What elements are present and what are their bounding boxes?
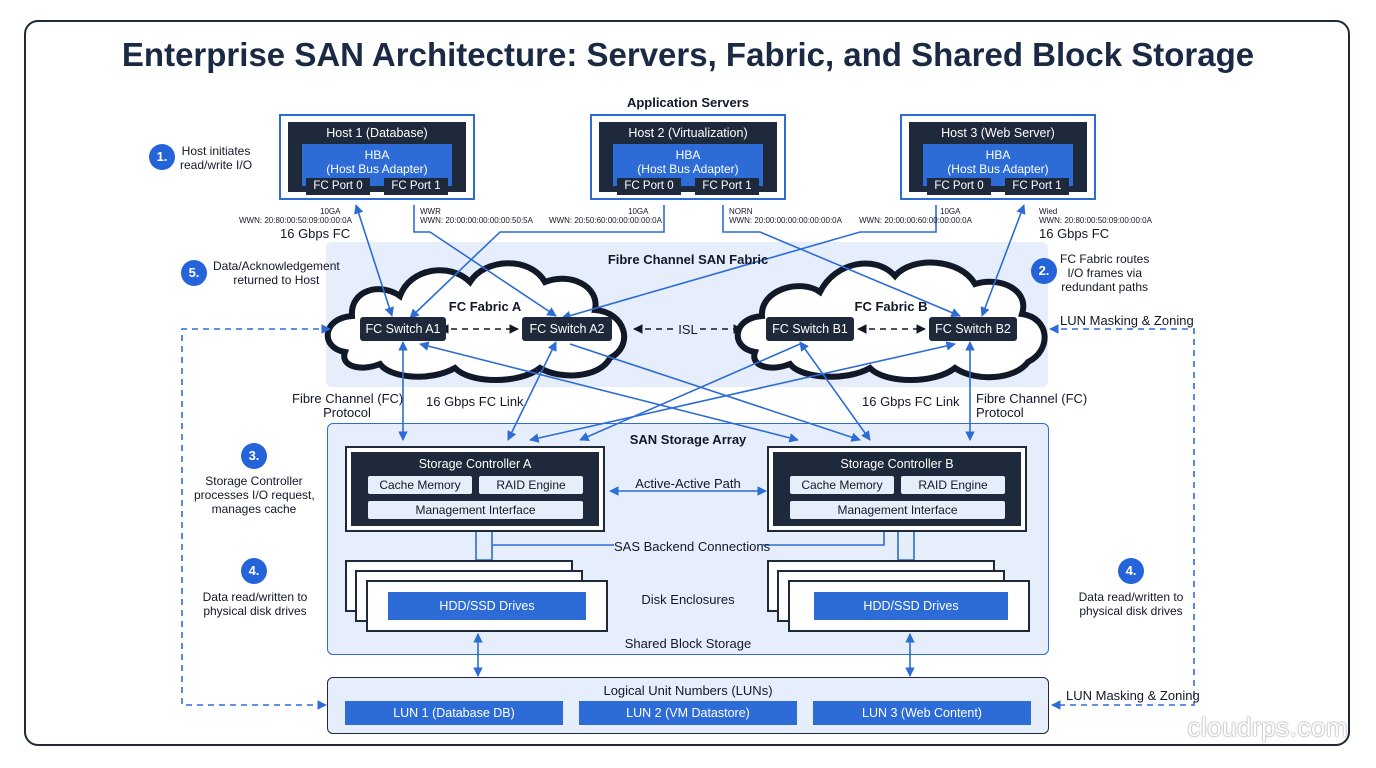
hba-sub: (Host Bus Adapter) [947,162,1049,176]
step-4-text: Data read/written to physical disk drive… [202,590,308,618]
host-2-port-0[interactable]: FC Port 0 [617,178,681,195]
step-2-badge: 2. [1031,258,1057,284]
diagram-frame [24,20,1350,746]
diagram-title: Enterprise SAN Architecture: Servers, Fa… [121,36,1255,73]
fc-switch-b1[interactable]: FC Switch B1 [766,317,854,341]
raid-engine: RAID Engine [901,476,1005,494]
isl-label: ISL [676,322,700,337]
step-5-badge: 5. [181,260,207,286]
cache-memory: Cache Memory [368,476,472,494]
storage-controller-b[interactable]: Storage Controller B Cache Memory RAID E… [767,446,1027,532]
link-right-label: 16 Gbps FC Link [862,394,960,409]
app-servers-label: Application Servers [626,95,750,110]
wwn-top-label: Wied [1039,207,1058,216]
step-4b-text: Data read/written to physical disk drive… [1078,590,1184,618]
drives-bar: HDD/SSD Drives [388,592,586,620]
shared-storage-label: Shared Block Storage [624,636,752,651]
cache-memory: Cache Memory [790,476,894,494]
wwn-label: WWN: 20:00:00:00:00:00:00:0A [729,216,842,225]
controller-b-title: Storage Controller B [840,457,954,471]
host-1-port-0[interactable]: FC Port 0 [306,178,370,195]
speed-left-label: 16 Gbps FC [280,226,351,241]
masking-top-label: LUN Masking & Zoning [1060,313,1194,328]
speed-right-label: 16 Gbps FC [1039,226,1110,241]
host-2-title: Host 2 (Virtualization) [628,126,748,140]
host-3[interactable]: Host 3 (Web Server) HBA(Host Bus Adapter… [900,114,1096,200]
wwn-label: WWN: 20:50:60:00:00:00:00:0A [549,216,662,225]
fc-switch-a1[interactable]: FC Switch A1 [360,317,446,341]
wwn-top-label: WWR [420,207,441,216]
protocol-left-text: Fibre Channel (FC) Protocol [292,391,404,420]
fabric-a-label: FC Fabric A [448,299,522,314]
link-left-label: 16 Gbps FC Link [426,394,524,409]
sas-label: SAS Backend Connections [614,539,771,554]
protocol-right-label: Fibre Channel (FC) Protocol [976,391,1088,420]
wwn-label: WWN: 20:80:00:50:09:00:00:0A [1039,216,1152,225]
hba-sub: (Host Bus Adapter) [637,162,739,176]
step-1-text: Host initiates read/write I/O [180,144,253,172]
host-2-port-1[interactable]: FC Port 1 [695,178,759,195]
host-1-hba: HBA(Host Bus Adapter) FC Port 0 FC Port … [302,144,452,195]
wwn-top-label: 10GA [320,207,341,216]
luns-label: Logical Unit Numbers (LUNs) [603,683,773,698]
raid-engine: RAID Engine [479,476,583,494]
drives-bar: HDD/SSD Drives [814,592,1008,620]
controller-a-title: Storage Controller A [418,457,532,471]
lun-3[interactable]: LUN 3 (Web Content) [813,701,1031,725]
host-1[interactable]: Host 1 (Database) HBA(Host Bus Adapter) … [279,114,475,200]
active-path-label: Active-Active Path [635,476,741,491]
management-interface: Management Interface [790,501,1005,519]
protocol-right-text: Fibre Channel (FC) Protocol [976,391,1088,420]
disk-enclosure: HDD/SSD Drives [366,580,608,632]
storage-array-label: SAN Storage Array [629,432,747,447]
wwn-top-label: NORN [729,207,753,216]
host-1-title: Host 1 (Database) [326,126,428,140]
hba-label: HBA [675,148,701,162]
hba-label: HBA [364,148,390,162]
fabric-b-label: FC Fabric B [854,299,928,314]
wwn-top-label: 10GA [628,207,649,216]
disk-enclosure: HDD/SSD Drives [788,580,1030,632]
watermark: cloudrps.com [1187,712,1348,742]
host-2[interactable]: Host 2 (Virtualization) HBA(Host Bus Ada… [590,114,786,200]
host-3-port-1[interactable]: FC Port 1 [1005,178,1069,195]
host-3-hba: HBA(Host Bus Adapter) FC Port 0 FC Port … [923,144,1073,195]
host-3-title: Host 3 (Web Server) [941,126,1055,140]
storage-controller-a[interactable]: Storage Controller A Cache Memory RAID E… [345,446,605,532]
host-1-port-1[interactable]: FC Port 1 [384,178,448,195]
fabric-label: Fibre Channel SAN Fabric [607,252,769,267]
step-2-text: FC Fabric routes I/O frames via redundan… [1060,252,1150,294]
hba-sub: (Host Bus Adapter) [326,162,428,176]
step-4-badge: 4. [241,558,267,584]
fc-switch-b2[interactable]: FC Switch B2 [929,317,1017,341]
step-5-text: Data/Acknowledgement returned to Host [213,259,340,287]
fc-switch-a2[interactable]: FC Switch A2 [522,317,612,341]
management-interface: Management Interface [368,501,583,519]
step-4b-badge: 4. [1118,558,1144,584]
lun-2[interactable]: LUN 2 (VM Datastore) [579,701,797,725]
step-1-badge: 1. [149,144,175,170]
host-3-port-0[interactable]: FC Port 0 [927,178,991,195]
enclosures-label: Disk Enclosures [641,592,735,607]
host-2-hba: HBA(Host Bus Adapter) FC Port 0 FC Port … [613,144,763,195]
masking-bottom-label: LUN Masking & Zoning [1066,688,1200,703]
step-3-badge: 3. [241,443,267,469]
wwn-label: WWN: 20:80:00:50:09:00:00:0A [239,216,352,225]
hba-label: HBA [985,148,1011,162]
wwn-label: WWN: 20:00:00:00:00:00:50:5A [420,216,533,225]
wwn-label: WWN: 20:00:00:60:00:00:00:0A [859,216,972,225]
lun-1[interactable]: LUN 1 (Database DB) [345,701,563,725]
protocol-left-label: Fibre Channel (FC) Protocol [292,391,404,420]
step-3-text: Storage Controller processes I/O request… [194,474,315,516]
wwn-top-label: 10GA [940,207,961,216]
